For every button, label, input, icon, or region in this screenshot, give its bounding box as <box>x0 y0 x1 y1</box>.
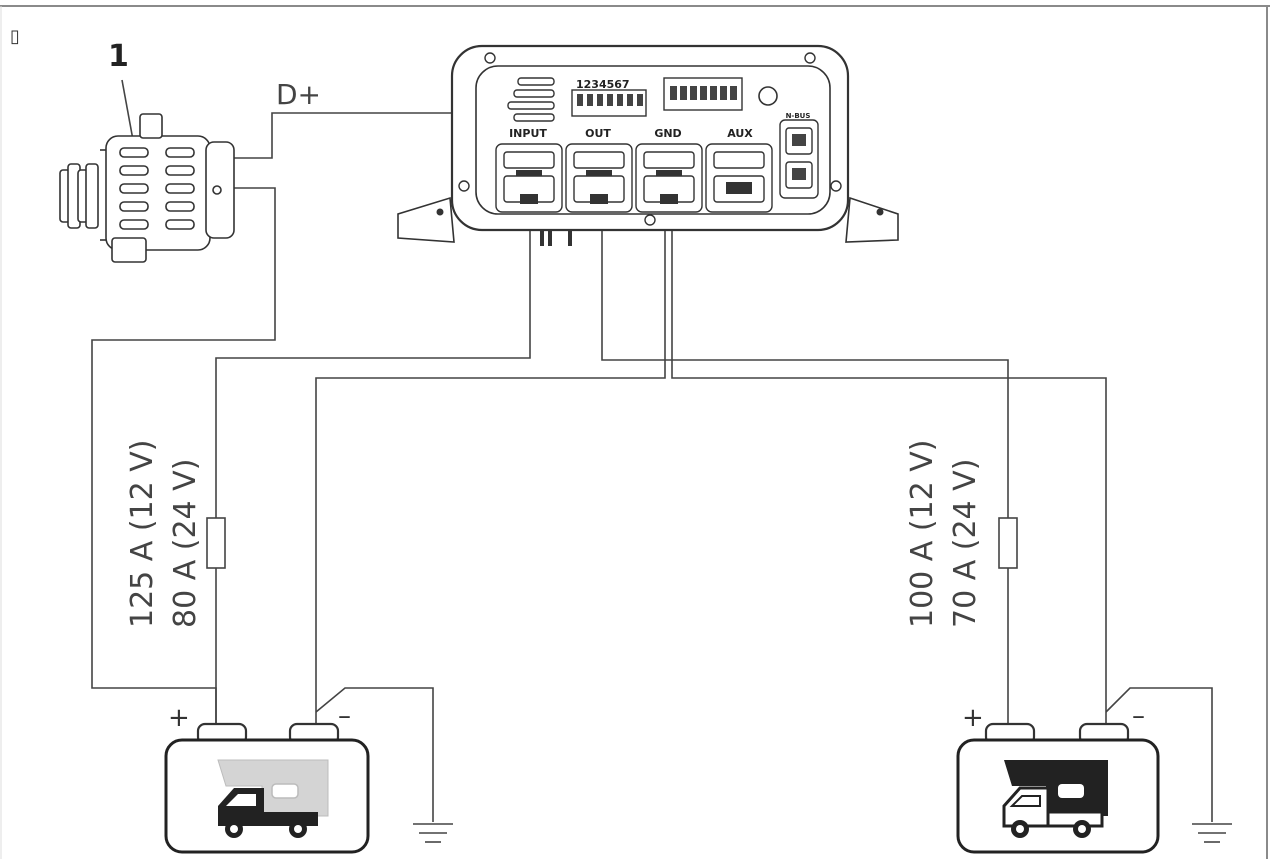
terminal-label-aux: AUX <box>727 127 753 140</box>
gnd-wire-right <box>671 220 1107 725</box>
alternator-icon: 1 <box>59 39 235 263</box>
left-fuse-label: 125 A (12 V) 80 A (24 V) <box>125 440 203 629</box>
alternator-output-wire <box>91 187 276 725</box>
fuse-left-icon <box>206 517 226 569</box>
service-ground-wire <box>1105 687 1213 822</box>
d-plus-label: D+ <box>276 78 321 111</box>
left-fuse-line1: 125 A (12 V) <box>125 440 160 629</box>
alternator-callout: 1 <box>108 39 129 74</box>
terminal-label-gnd: GND <box>654 127 681 140</box>
right-fuse-line2: 70 A (24 V) <box>948 459 983 628</box>
terminal-label-out: OUT <box>585 127 611 140</box>
starter-battery-plus-label: + <box>168 703 190 733</box>
starter-ground-wire <box>315 687 434 822</box>
charger-flange-right <box>845 196 899 243</box>
d-plus-wire <box>232 112 572 159</box>
starter-battery-minus-label: – <box>338 701 351 731</box>
fuse-right-icon <box>998 517 1018 569</box>
charger-unit: 1234567 INPUT OUT GND AUX N-BUS <box>397 44 899 246</box>
left-fuse-line2: 80 A (24 V) <box>168 459 203 628</box>
right-fuse-line1: 100 A (12 V) <box>905 440 940 629</box>
dip-numbers: 1234567 <box>576 78 630 91</box>
service-battery: + – <box>956 701 1160 854</box>
service-battery-plus-label: + <box>962 703 984 733</box>
right-fuse-label: 100 A (12 V) 70 A (24 V) <box>905 440 983 629</box>
starter-battery: + – <box>164 701 370 854</box>
corner-glyph: ▯ <box>10 26 20 47</box>
camper-truck-icon-dark <box>1002 760 1108 838</box>
charger-flange-left <box>397 196 455 243</box>
input-wire <box>215 220 531 725</box>
camper-truck-icon-light <box>217 759 329 838</box>
gnd-wire-left <box>315 220 666 725</box>
nbus-label: N-BUS <box>786 112 811 120</box>
ground-symbol-right <box>1192 823 1232 843</box>
ground-symbol-left <box>413 823 453 843</box>
led-indicator-icon <box>758 86 778 106</box>
terminal-label-input: INPUT <box>509 127 547 140</box>
service-battery-minus-label: – <box>1132 701 1145 731</box>
